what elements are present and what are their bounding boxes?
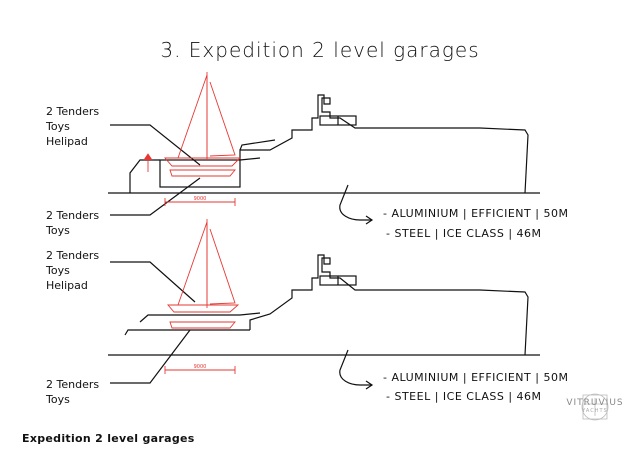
bottom-tender xyxy=(169,321,236,329)
top-deck-step xyxy=(239,139,276,151)
top-stern xyxy=(129,159,160,193)
label-line: Helipad xyxy=(46,279,88,292)
brand-logo: VITRUVIUS YACHTS xyxy=(560,398,630,414)
bottom-lower-platform xyxy=(124,329,250,336)
top-tender xyxy=(169,169,236,177)
footer-caption: Expedition 2 level garages xyxy=(22,432,195,445)
bottom-sailboat-hull xyxy=(167,304,240,313)
top-spec-1: - ALUMINIUM | EFFICIENT | 50M xyxy=(383,207,569,220)
bottom-lower-label: 2 Tenders Toys xyxy=(46,377,99,407)
top-sail-jib xyxy=(209,81,236,157)
bottom-spec-1: - ALUMINIUM | EFFICIENT | 50M xyxy=(383,371,569,384)
bottom-dimension-text: 9000 xyxy=(194,364,207,370)
page-title: 3. Expedition 2 level garages xyxy=(160,38,480,62)
brand-emblem xyxy=(581,393,609,421)
label-line: 2 Tenders xyxy=(46,378,100,391)
label-line: 2 Tenders xyxy=(46,209,100,222)
top-upper-label: 2 Tenders Toys Helipad xyxy=(46,104,99,149)
top-lift-arrow-head xyxy=(143,153,153,161)
label-line: 2 Tenders xyxy=(46,105,100,118)
top-spec-arrow xyxy=(339,184,372,221)
top-red-elements xyxy=(143,72,242,206)
bottom-sail-jib xyxy=(209,228,236,305)
label-line: Toys xyxy=(46,224,70,237)
bottom-sail-main xyxy=(177,221,208,306)
bottom-lower-leader xyxy=(110,329,191,384)
top-diagram xyxy=(108,94,540,225)
bottom-upper-label: 2 Tenders Toys Helipad xyxy=(46,248,99,293)
bottom-upper-leader xyxy=(110,261,196,303)
top-spec-2: - STEEL | ICE CLASS | 46M xyxy=(386,227,542,240)
bottom-spec-2: - STEEL | ICE CLASS | 46M xyxy=(386,390,542,403)
label-line: Helipad xyxy=(46,135,88,148)
bottom-red-elements xyxy=(164,219,240,374)
top-lower-leader xyxy=(110,177,201,216)
bottom-spec-arrow xyxy=(339,349,372,386)
top-sailboat-hull xyxy=(164,157,242,167)
bottom-hull-profile xyxy=(249,254,529,356)
top-spec-arrow-head xyxy=(365,215,374,225)
bottom-diagram xyxy=(108,254,540,390)
brand-sub: YACHTS xyxy=(582,408,608,414)
bottom-spec-arrow-head xyxy=(365,380,374,390)
label-line: Toys xyxy=(46,393,70,406)
top-deck-line xyxy=(239,157,261,161)
top-hull-profile xyxy=(239,94,529,194)
top-upper-leader xyxy=(110,124,201,166)
label-line: 2 Tenders xyxy=(46,249,100,262)
top-lower-label: 2 Tenders Toys xyxy=(46,208,99,238)
label-line: Toys xyxy=(46,120,70,133)
label-line: Toys xyxy=(46,264,70,277)
top-sail-main xyxy=(177,74,208,159)
bottom-deck-line xyxy=(239,312,261,316)
bottom-upper-platform xyxy=(139,314,240,323)
brand-name: VITRUVIUS xyxy=(566,398,624,408)
top-dimension-text: 9000 xyxy=(194,196,207,202)
top-garage xyxy=(159,159,241,188)
